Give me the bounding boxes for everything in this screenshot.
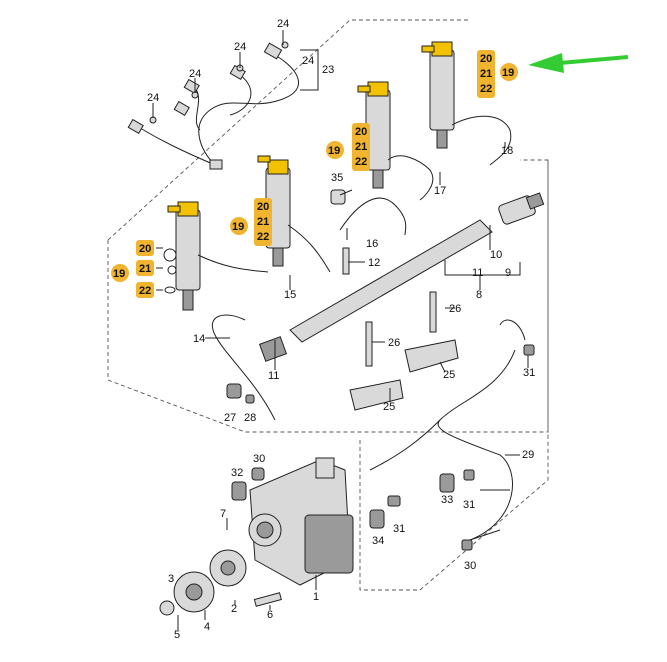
label-33: 33 — [441, 494, 453, 506]
badge-group-injector-2: 20 21 22 19 — [230, 198, 272, 246]
bolts — [330, 189, 437, 367]
badge-19: 19 — [328, 145, 340, 157]
badge-21: 21 — [257, 216, 269, 228]
label-9: 9 — [505, 267, 511, 279]
label-24: 24 — [234, 41, 246, 53]
label-30: 30 — [253, 453, 265, 465]
label-24: 24 — [189, 68, 201, 80]
label-34: 34 — [372, 535, 384, 547]
label-10: 10 — [490, 249, 502, 261]
label-12: 12 — [368, 257, 380, 269]
label-35: 35 — [331, 172, 343, 184]
injector-1 — [167, 201, 201, 311]
label-27: 27 — [224, 412, 236, 424]
label-25: 25 — [383, 401, 395, 413]
label-8: 8 — [476, 289, 482, 301]
label-18: 18 — [501, 145, 513, 157]
label-1: 1 — [313, 591, 319, 603]
badge-22: 22 — [139, 285, 151, 297]
badge-group-injector-1: 20 21 22 19 — [111, 240, 163, 298]
label-6: 6 — [267, 609, 273, 621]
badge-19: 19 — [502, 67, 514, 79]
label-24: 24 — [147, 92, 159, 104]
badge-21: 21 — [480, 68, 492, 80]
label-7: 7 — [220, 508, 226, 520]
label-4: 4 — [204, 621, 210, 633]
label-15: 15 — [284, 289, 296, 301]
badge-22: 22 — [355, 156, 367, 168]
hose-clamps — [226, 344, 535, 551]
badge-19: 19 — [113, 268, 125, 280]
badge-group-injector-3: 20 21 22 19 — [326, 123, 370, 171]
label-24: 24 — [277, 18, 289, 30]
label-16: 16 — [366, 238, 378, 250]
label-5: 5 — [174, 629, 180, 641]
badge-group-injector-4: 20 21 22 19 — [477, 50, 518, 98]
label-31: 31 — [393, 523, 405, 535]
label-25: 25 — [443, 369, 455, 381]
badge-20: 20 — [257, 201, 269, 213]
badge-19: 19 — [232, 221, 244, 233]
label-32: 32 — [231, 467, 243, 479]
fuel-rail — [258, 192, 545, 362]
badge-20: 20 — [139, 243, 151, 255]
label-23: 23 — [322, 64, 334, 76]
high-pressure-pump — [248, 457, 354, 586]
label-17: 17 — [434, 185, 446, 197]
brackets — [349, 339, 459, 411]
label-29: 29 — [522, 449, 534, 461]
label-30: 30 — [464, 560, 476, 572]
label-28: 28 — [244, 412, 256, 424]
pump-gear — [159, 549, 282, 616]
label-11: 11 — [472, 267, 483, 279]
label-11: 11 — [268, 370, 279, 382]
badge-20: 20 — [480, 53, 492, 65]
badge-20: 20 — [355, 126, 367, 138]
wiring-harness — [127, 41, 299, 170]
assembly-outline — [107, 19, 549, 591]
badge-22: 22 — [257, 231, 269, 243]
label-24: 24 — [302, 55, 314, 67]
leader-lines — [152, 30, 529, 630]
part-number-labels: 24 24 24 24 24 23 18 17 35 16 12 15 10 1… — [147, 18, 535, 641]
badge-21: 21 — [355, 141, 367, 153]
green-pointer-arrow — [528, 53, 629, 73]
label-26: 26 — [388, 337, 400, 349]
fuel-hoses — [369, 319, 526, 541]
label-3: 3 — [168, 573, 174, 585]
label-31: 31 — [523, 367, 535, 379]
label-14: 14 — [193, 333, 205, 345]
badge-21: 21 — [139, 263, 151, 275]
injector-4 — [421, 41, 455, 149]
label-31: 31 — [463, 499, 475, 511]
label-26: 26 — [449, 303, 461, 315]
injector-lines — [197, 115, 512, 421]
badge-22: 22 — [480, 83, 492, 95]
label-2: 2 — [231, 603, 237, 615]
